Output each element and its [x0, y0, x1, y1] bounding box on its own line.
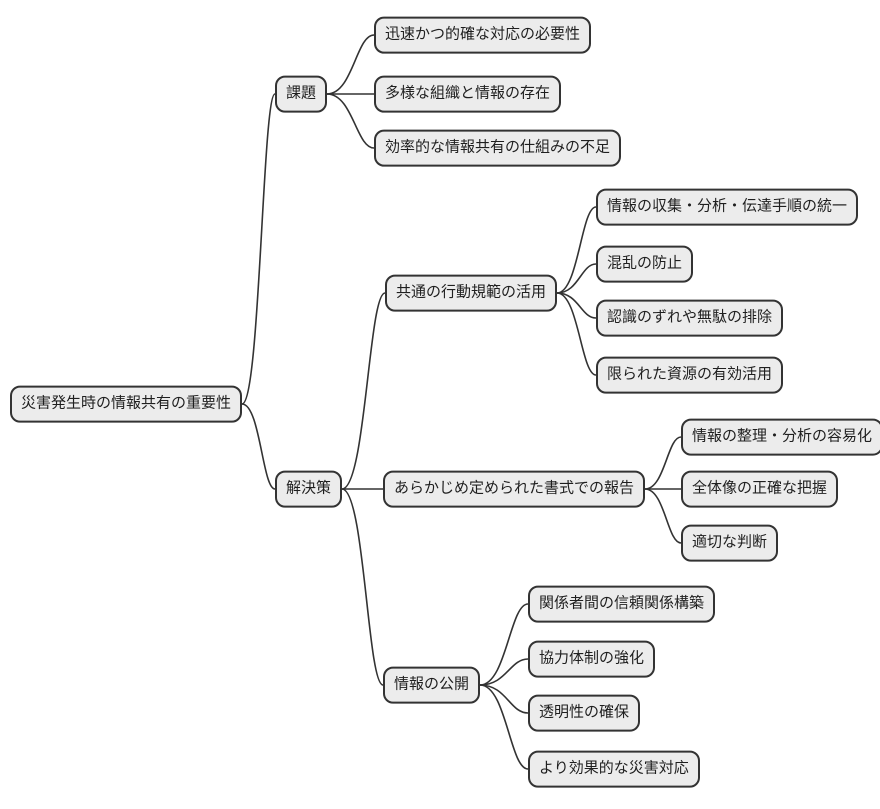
node-transparency: 透明性の確保 — [528, 694, 641, 732]
node-effective-resource-use: 限られた資源の有効活用 — [596, 356, 784, 394]
node-common-code-of-conduct: 共通の行動規範の活用 — [385, 274, 558, 312]
node-more-effective-disaster-response: より効果的な災害対応 — [528, 750, 700, 788]
edge-info-disclosure--more-effective-response — [479, 684, 529, 770]
node-information-disclosure: 情報の公開 — [383, 666, 481, 704]
edge-solutions--info-disclosure — [341, 488, 384, 686]
node-unified-procedures: 情報の収集・分析・伝達手順の統一 — [596, 188, 859, 226]
edge-common-code--eliminate-misalignment — [556, 292, 597, 319]
node-trust-building: 関係者間の信頼関係構築 — [528, 585, 716, 623]
edge-root--solutions — [241, 403, 276, 490]
edge-common-code--effective-resource-use — [556, 292, 597, 376]
node-predefined-format-reporting: あらかじめ定められた書式での報告 — [383, 470, 646, 508]
edge-challenges--challenge-rapid-response — [326, 34, 375, 95]
node-accurate-big-picture: 全体像の正確な把握 — [681, 470, 839, 508]
edge-common-code--unified-procedures — [556, 206, 597, 294]
edge-predefined-format--appropriate-judgment — [644, 488, 682, 544]
edge-info-disclosure--transparency — [479, 684, 529, 714]
node-eliminate-misalignment: 認識のずれや無駄の排除 — [596, 299, 784, 337]
node-easier-organization-analysis: 情報の整理・分析の容易化 — [681, 418, 880, 456]
node-confusion-prevention: 混乱の防止 — [596, 245, 694, 283]
edge-root--challenges — [241, 93, 276, 405]
edge-solutions--common-code — [341, 292, 386, 490]
node-stronger-cooperation: 協力体制の強化 — [528, 640, 656, 678]
edge-predefined-format--easier-analysis — [644, 436, 682, 490]
node-root-topic: 災害発生時の情報共有の重要性 — [10, 385, 243, 423]
node-challenge-rapid-response: 迅速かつ的確な対応の必要性 — [374, 16, 592, 54]
node-appropriate-judgment: 適切な判断 — [681, 524, 779, 562]
node-challenge-diverse-orgs: 多様な組織と情報の存在 — [374, 75, 562, 113]
node-challenges: 課題 — [275, 75, 328, 113]
node-challenge-lack-of-mechanism: 効率的な情報共有の仕組みの不足 — [374, 129, 622, 167]
edge-info-disclosure--stronger-cooperation — [479, 658, 529, 686]
node-solutions: 解決策 — [275, 470, 343, 508]
edge-info-disclosure--trust-building — [479, 603, 529, 686]
edge-challenges--challenge-lack-of-mechanism — [326, 93, 375, 149]
edge-common-code--confusion-prevention — [556, 263, 597, 294]
